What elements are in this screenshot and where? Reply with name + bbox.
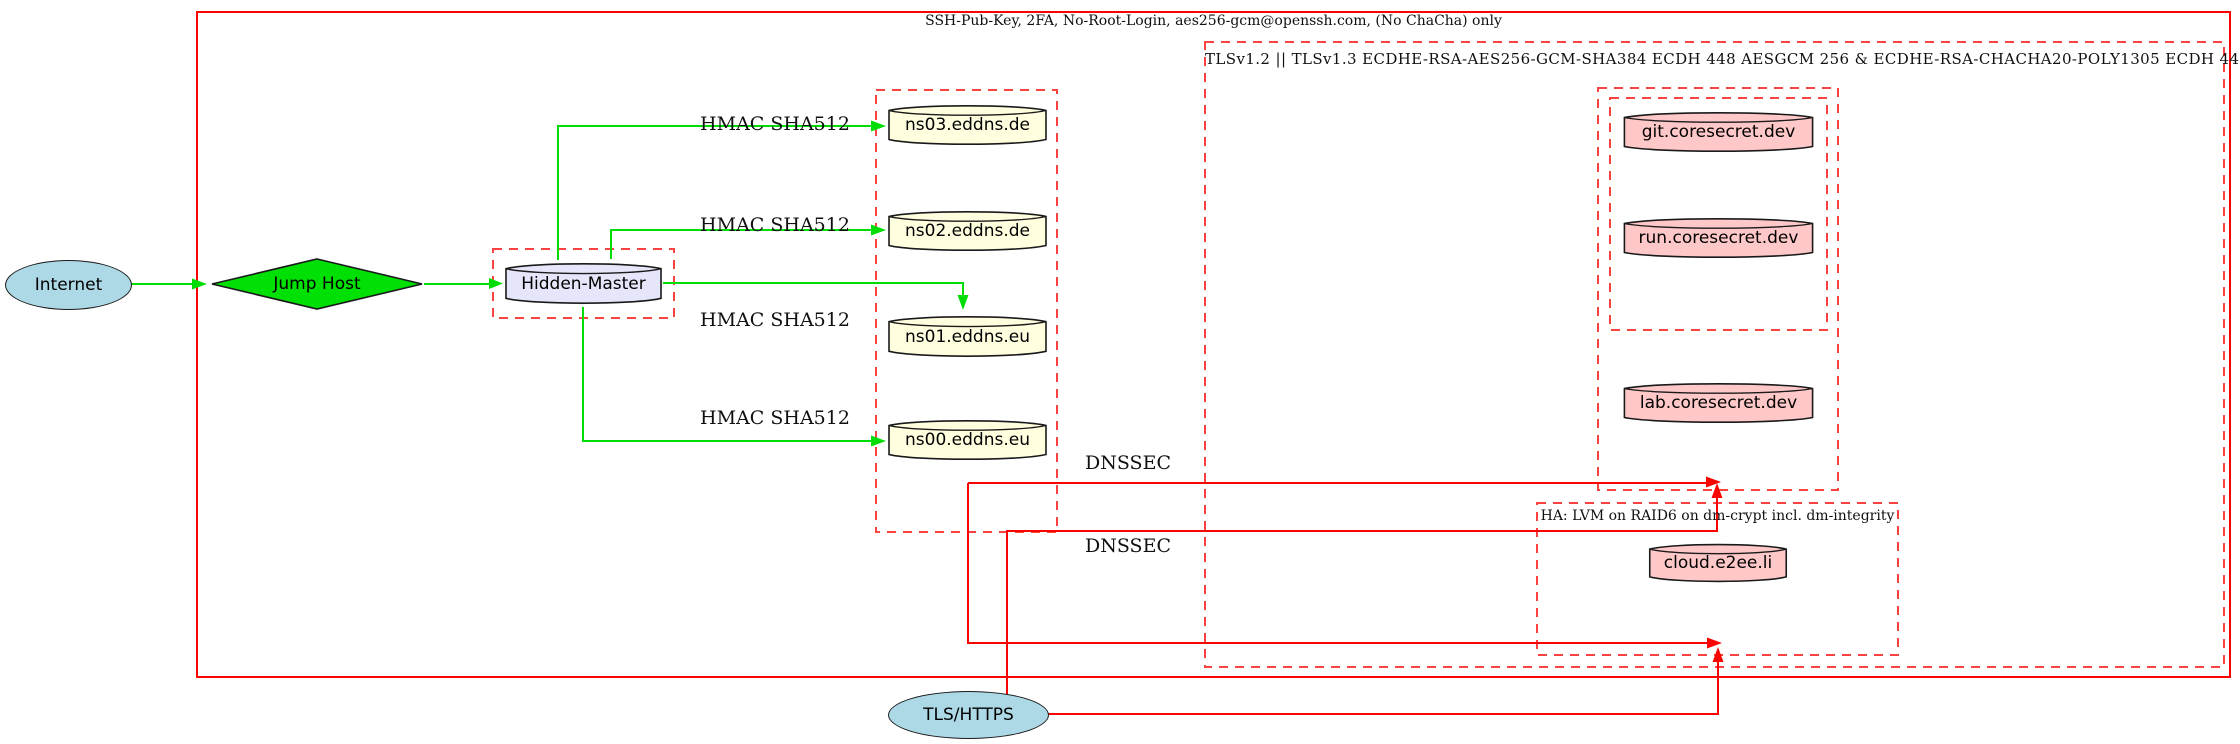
edge-tls-e2ee — [1047, 661, 1719, 715]
coresecret-cluster-border — [1597, 87, 1839, 491]
edge-hiddenmaster-ns03 — [557, 125, 872, 260]
node-ns01: ns01.eddns.eu — [887, 313, 1048, 360]
arrowhead-jumphost-hiddenmaster — [489, 278, 503, 289]
edge-label-dnssec-2: DNSSEC — [1085, 535, 1171, 557]
node-git-coresecret: git.coresecret.dev — [1622, 109, 1815, 155]
arrowhead-internet-jumphost — [192, 278, 207, 290]
node-tls-https: TLS/HTTPS — [888, 691, 1049, 739]
node-cloud-e2ee: cloud.e2ee.li — [1648, 541, 1788, 585]
cylinder-shape — [1622, 215, 1815, 261]
edge-label-dnssec-1: DNSSEC — [1085, 452, 1171, 474]
node-ns01-label: ns01.eddns.eu — [905, 326, 1030, 347]
edge-hiddenmaster-ns01 — [663, 282, 964, 296]
cylinder-shape — [1622, 380, 1815, 426]
ha-cluster-title: HA: LVM on RAID6 on dm-crypt incl. dm-in… — [1540, 508, 1895, 524]
edge-tls-coresecret — [1006, 497, 1718, 695]
edge-label-hmac-ns02: HMAC SHA512 — [700, 214, 850, 236]
node-run-coresecret: run.coresecret.dev — [1622, 215, 1815, 261]
edge-hiddenmaster-ns00 — [582, 307, 872, 442]
node-run-label: run.coresecret.dev — [1638, 228, 1799, 248]
node-hidden-master-label: Hidden-Master — [521, 273, 646, 294]
tls-cluster-border — [1204, 41, 2225, 668]
edge-dnssec-e2ee — [967, 483, 1708, 644]
node-jump-host-label: Jump Host — [273, 274, 361, 294]
edge-hiddenmaster-ns02 — [610, 229, 872, 259]
cylinder-shape — [504, 260, 663, 307]
tls-cluster-title: TLSv1.2 || TLSv1.3 ECDHE-RSA-AES256-GCM-… — [1205, 50, 2240, 68]
arrowhead-tls-e2ee — [1712, 647, 1724, 662]
node-lab-coresecret: lab.coresecret.dev — [1622, 380, 1815, 426]
cylinder-shape — [887, 102, 1048, 148]
node-hidden-master: Hidden-Master — [504, 260, 663, 307]
diamond-shape — [210, 258, 424, 310]
outer-cluster-title: SSH-Pub-Key, 2FA, No-Root-Login, aes256-… — [925, 13, 1502, 29]
node-ns00: ns00.eddns.eu — [887, 417, 1048, 463]
edge-label-hmac-ns00: HMAC SHA512 — [700, 407, 850, 429]
node-ns02-label: ns02.eddns.de — [905, 221, 1030, 241]
arrowhead-ns01 — [957, 295, 969, 310]
node-git-label: git.coresecret.dev — [1641, 122, 1796, 142]
cylinder-shape — [887, 208, 1048, 254]
arrowhead-ns03 — [871, 120, 886, 132]
node-jump-host: Jump Host — [210, 258, 424, 310]
node-ns02: ns02.eddns.de — [887, 208, 1048, 254]
node-ns03-label: ns03.eddns.de — [905, 115, 1030, 135]
edge-label-hmac-ns01: HMAC SHA512 — [700, 309, 850, 331]
node-tls-https-label: TLS/HTTPS — [923, 705, 1014, 725]
node-internet: Internet — [5, 260, 132, 310]
node-ns03: ns03.eddns.de — [887, 102, 1048, 148]
node-cloud-label: cloud.e2ee.li — [1663, 553, 1773, 573]
arrowhead-dnssec-e2ee — [1707, 637, 1722, 649]
cylinder-shape — [887, 417, 1048, 463]
arrowhead-tls-coresecret — [1711, 483, 1723, 498]
cylinder-shape — [1648, 541, 1788, 585]
node-ns00-label: ns00.eddns.eu — [905, 430, 1030, 450]
arrowhead-ns00 — [871, 435, 886, 447]
cylinder-shape — [887, 313, 1048, 360]
arrowhead-dnssec-coresecret — [1706, 476, 1721, 488]
node-internet-label: Internet — [34, 275, 103, 295]
nameserver-cluster-border — [875, 89, 1058, 533]
arrowhead-ns02 — [871, 224, 886, 236]
edge-label-hmac-ns03: HMAC SHA512 — [700, 113, 850, 135]
cylinder-shape — [1622, 109, 1815, 155]
outer-ssh-cluster-border — [196, 11, 2231, 678]
node-lab-label: lab.coresecret.dev — [1639, 393, 1798, 413]
